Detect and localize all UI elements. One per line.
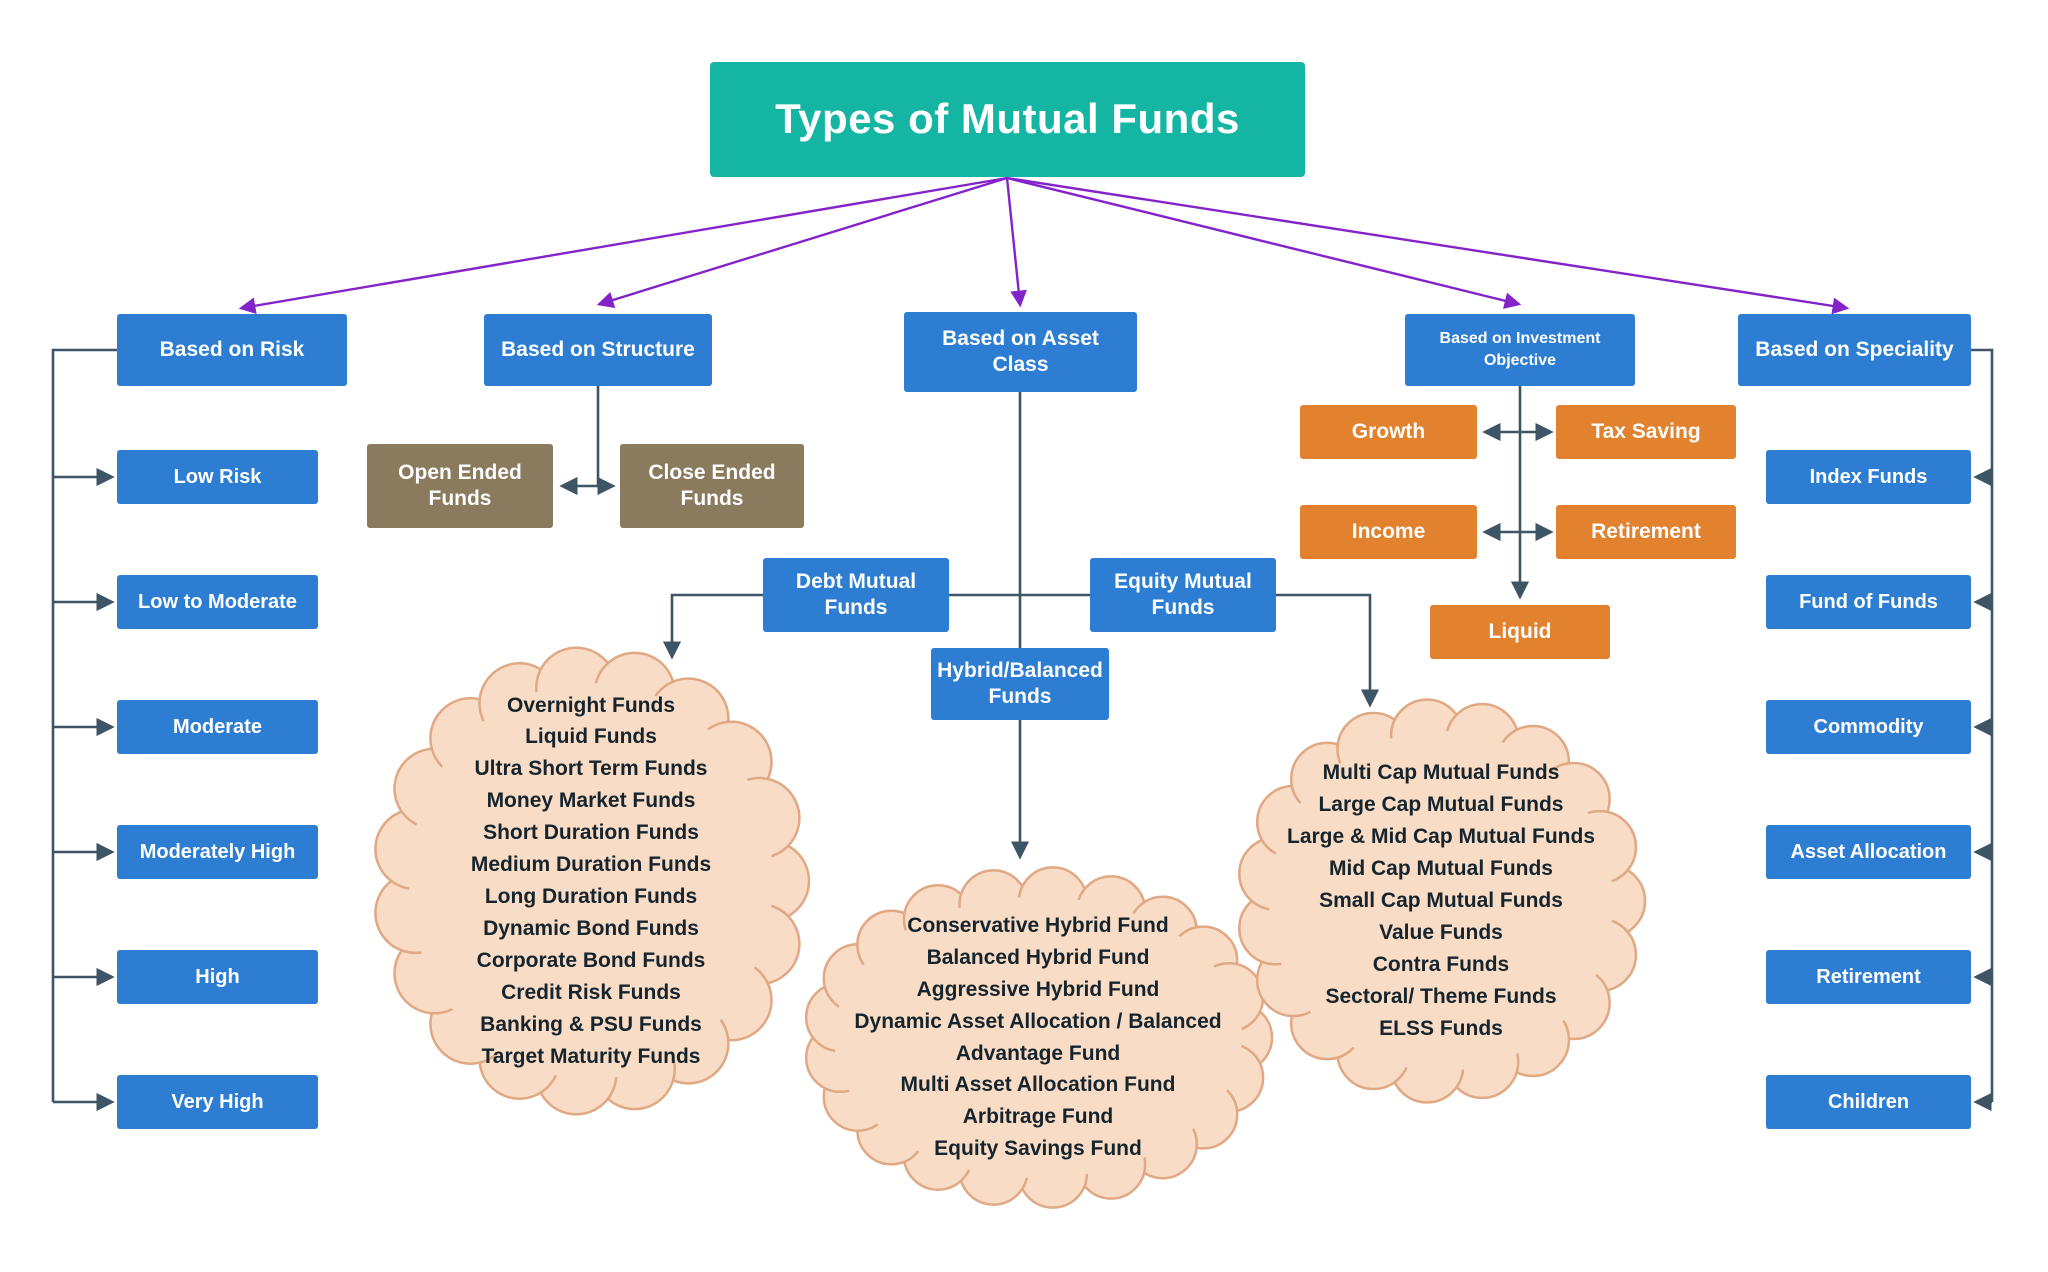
cloud-shape (1238, 698, 1647, 1104)
fund-type-item: Dynamic Bond Funds (483, 916, 699, 940)
fund-type-item: ELSS Funds (1379, 1016, 1503, 1040)
fund-type-item: Sectoral/ Theme Funds (1325, 984, 1557, 1008)
objective-liquid-box: Liquid (1430, 605, 1610, 659)
fund-type-item: Multi Cap Mutual Funds (1322, 761, 1560, 785)
fund-type-item: Balanced Hybrid Fund (926, 945, 1150, 969)
fund-type-item: Aggressive Hybrid Fund (916, 977, 1160, 1001)
category-based-on-speciality: Based on Speciality (1738, 314, 1971, 386)
purple-fan-arrows (238, 176, 1850, 315)
structure-branch (559, 386, 616, 496)
fund-type-item: Corporate Bond Funds (476, 948, 706, 972)
fund-type-item: Conservative Hybrid Fund (907, 913, 1169, 937)
fund-type-item: Overnight Funds (507, 693, 675, 717)
fund-type-item: Liquid Funds (525, 725, 657, 749)
fund-type-item: Equity Savings Fund (934, 1137, 1142, 1161)
objective-branch (1482, 386, 1554, 600)
fund-type-item: Long Duration Funds (484, 885, 698, 908)
diagram-title: Types of Mutual Funds (710, 62, 1305, 177)
close-ended-funds-box: Close Ended Funds (620, 444, 804, 528)
speciality-children-box: Children (1766, 1075, 1971, 1129)
fund-type-item: Multi Asset Allocation Fund (900, 1073, 1176, 1097)
risk-high-box: High (117, 950, 318, 1004)
category-based-on-investment-objective: Based on Investment Objective (1405, 314, 1635, 386)
fund-type-item: Value Funds (1379, 920, 1503, 944)
objective-tax-saving-box: Tax Saving (1556, 405, 1736, 459)
fund-type-item: Banking & PSU Funds (480, 1012, 702, 1036)
fund-type-item: Contra Funds (1372, 952, 1510, 976)
category-based-on-structure: Based on Structure (484, 314, 712, 386)
speciality-asset-allocation-box: Asset Allocation (1766, 825, 1971, 879)
fund-type-item: Credit Risk Funds (501, 980, 681, 1004)
fund-type-item: Short Duration Funds (483, 821, 699, 845)
category-based-on-risk: Based on Risk (117, 314, 347, 386)
equity-mutual-funds-box: Equity Mutual Funds (1090, 558, 1276, 632)
risk-very-high-box: Very High (117, 1075, 318, 1129)
fund-type-item: Arbitrage Fund (962, 1105, 1114, 1129)
hybrid-balanced-funds-box: Hybrid/Balanced Funds (931, 648, 1109, 720)
fund-type-item: Dynamic Asset Allocation / Balanced Adva… (854, 1009, 1222, 1065)
speciality-retirement-box: Retirement (1766, 950, 1971, 1004)
category-based-on-asset-class: Based on Asset Class (904, 312, 1137, 392)
cloud-shape (374, 646, 811, 1116)
risk-moderate-box: Moderate (117, 700, 318, 754)
cloud-shape (804, 866, 1274, 1209)
fund-type-item: Ultra Short Term Funds (474, 757, 708, 781)
risk-low-to-moderate-box: Low to Moderate (117, 575, 318, 629)
asset-class-branch (662, 392, 1380, 860)
objective-retirement-box: Retirement (1556, 505, 1736, 559)
speciality-commodity-box: Commodity (1766, 700, 1971, 754)
fund-type-item: Large Cap Mutual Funds (1318, 793, 1564, 817)
speciality-index-funds-box: Index Funds (1766, 450, 1971, 504)
debt-mutual-funds-box: Debt Mutual Funds (763, 558, 949, 632)
fund-type-item: Target Maturity Funds (481, 1044, 701, 1068)
objective-income-box: Income (1300, 505, 1477, 559)
fund-type-item: Medium Duration Funds (470, 853, 712, 877)
fund-type-item: Mid Cap Mutual Funds (1329, 857, 1553, 881)
speciality-rail (1971, 348, 1994, 1112)
fund-type-item: Money Market Funds (486, 789, 696, 813)
fund-type-item: Large & Mid Cap Mutual Funds (1287, 825, 1595, 849)
risk-moderately-high-box: Moderately High (117, 825, 318, 879)
open-ended-funds-box: Open Ended Funds (367, 444, 553, 528)
risk-low-risk-box: Low Risk (117, 450, 318, 504)
fund-type-item: Small Cap Mutual Funds (1319, 889, 1563, 913)
speciality-fund-of-funds-box: Fund of Funds (1766, 575, 1971, 629)
objective-growth-box: Growth (1300, 405, 1477, 459)
risk-rail (51, 348, 117, 1112)
